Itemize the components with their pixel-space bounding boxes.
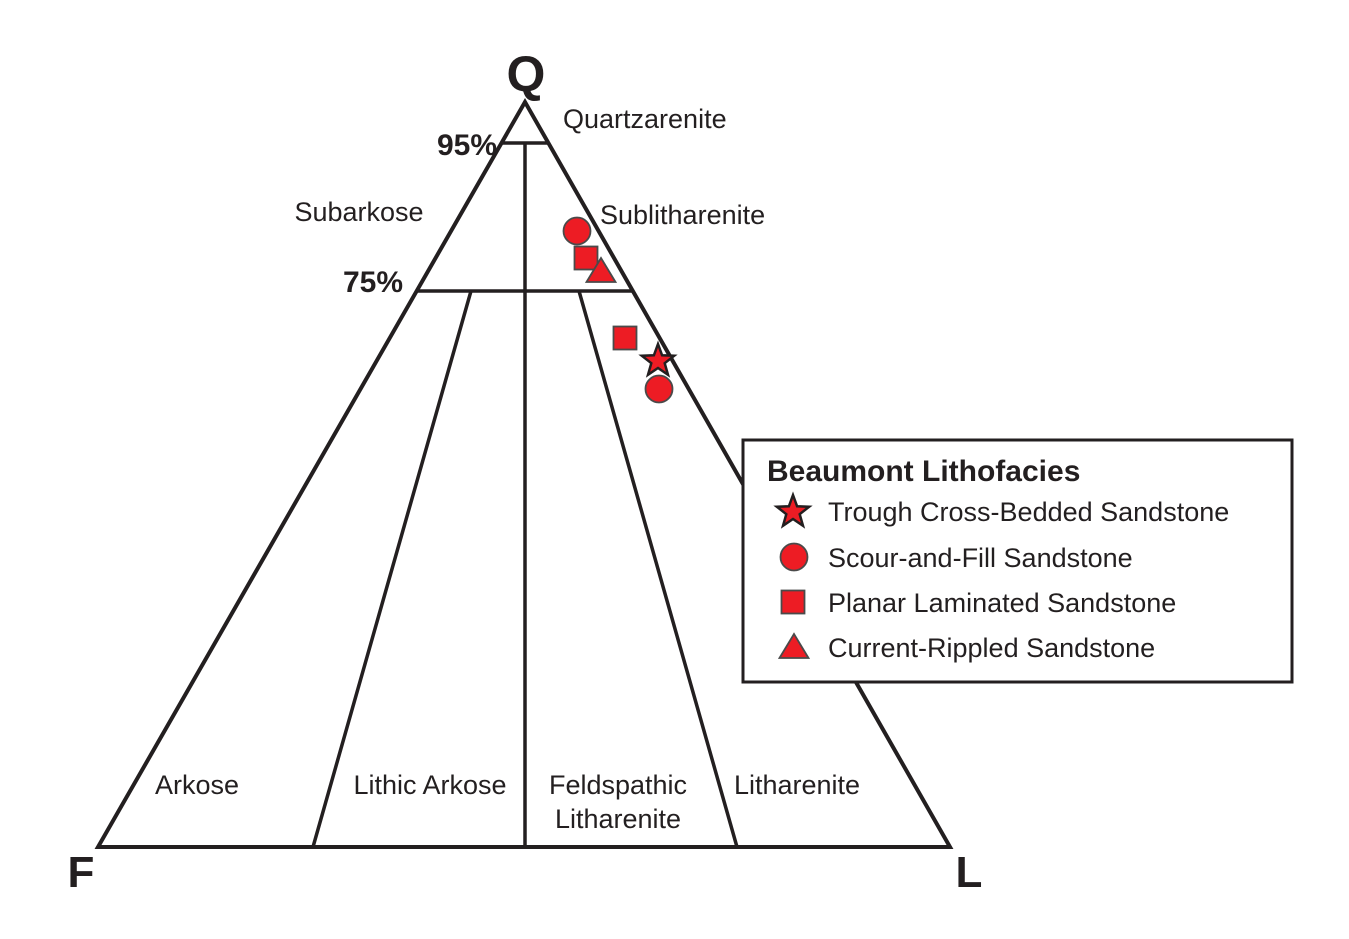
legend-square-glyph — [780, 589, 806, 615]
legend-triangle-icon — [777, 632, 811, 659]
legend-item-label-trough: Trough Cross-Bedded Sandstone — [828, 497, 1229, 527]
gridline-label-75: 75% — [343, 266, 403, 299]
field-label-sublitharenite: Sublitharenite — [600, 200, 765, 230]
field-label-quartzarenite: Quartzarenite — [563, 104, 727, 134]
field-label-arkose: Arkose — [155, 770, 239, 800]
data-point-square — [573, 245, 599, 271]
axis-label-f: F — [68, 848, 95, 897]
legend-star-icon — [773, 491, 813, 529]
data-point-circle — [644, 374, 674, 404]
legend-item-label-planar: Planar Laminated Sandstone — [828, 588, 1176, 618]
legend-box — [741, 438, 1294, 684]
legend-circle-glyph — [779, 542, 809, 572]
axis-label-q: Q — [507, 46, 546, 102]
legend-item-label-rippled: Current-Rippled Sandstone — [828, 633, 1155, 663]
field-label-subarkose: Subarkose — [294, 197, 423, 227]
divider-arkose-lithic-arkose — [311, 290, 473, 848]
legend-item-label-scour: Scour-and-Fill Sandstone — [828, 543, 1133, 573]
legend-triangle-glyph — [777, 632, 811, 659]
legend-title: Beaumont Lithofacies — [767, 455, 1080, 488]
legend-square-icon — [780, 589, 806, 615]
legend-circle-icon — [779, 542, 809, 572]
legend: Beaumont Lithofacies Trough Cross-Bedded… — [741, 438, 1294, 684]
field-label-lithic-arkose: Lithic Arkose — [353, 770, 506, 800]
divider-feldspathic-litharenite — [577, 290, 739, 848]
field-label-feldspathic-litharenite-line1: Feldspathic — [549, 770, 687, 800]
data-point-square — [612, 325, 638, 351]
data-point-circle — [562, 216, 592, 246]
field-label-litharenite: Litharenite — [734, 770, 860, 800]
axis-label-l: L — [956, 848, 983, 897]
field-label-feldspathic-litharenite-line2: Litharenite — [555, 804, 681, 834]
legend-star-glyph — [773, 491, 813, 529]
gridline-label-95: 95% — [437, 129, 497, 162]
data-point-star — [638, 340, 678, 378]
data-point-triangle — [584, 256, 618, 283]
data-points — [562, 216, 678, 404]
